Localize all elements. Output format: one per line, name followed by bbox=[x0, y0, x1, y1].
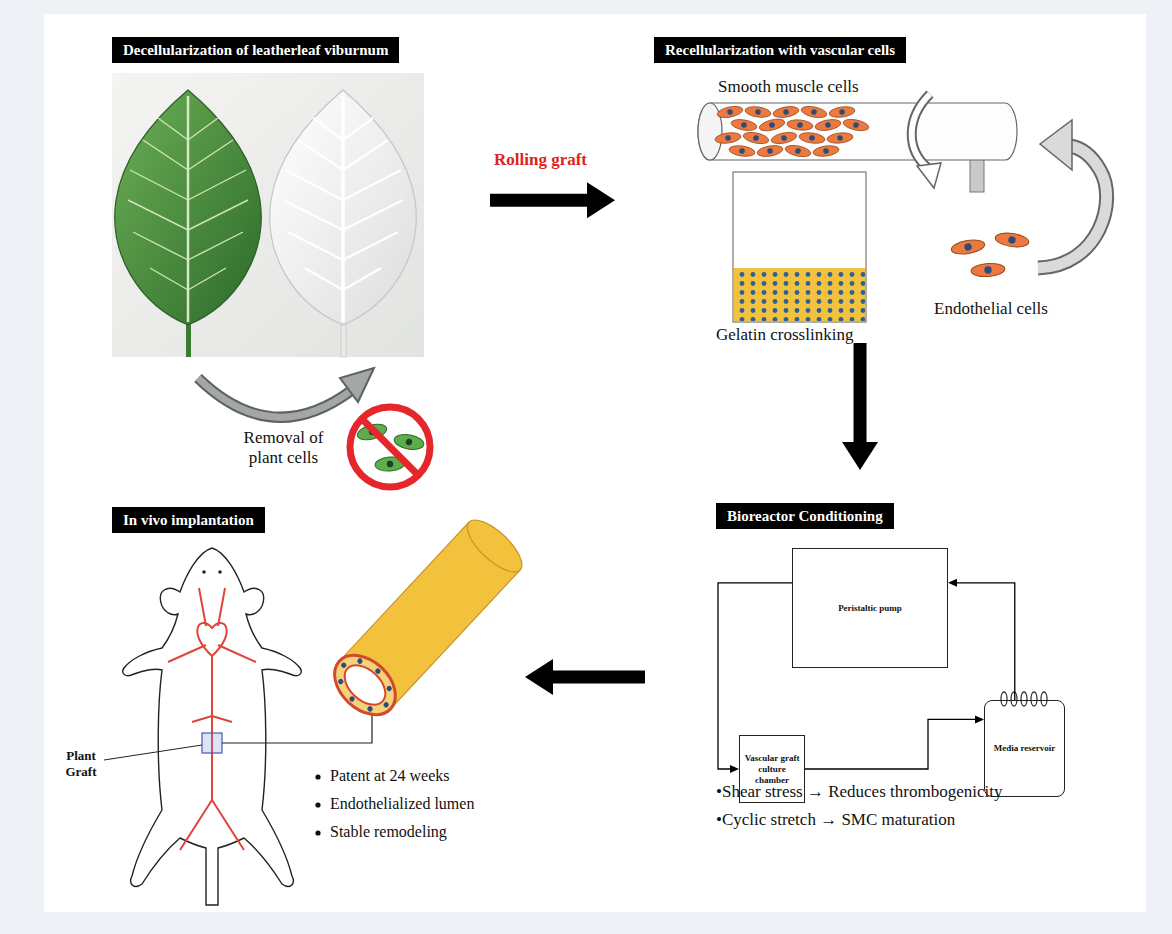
component-label: Endothelial cells bbox=[934, 299, 1104, 319]
outcome-bullet: Stable remodeling bbox=[330, 822, 530, 841]
rotation-rod bbox=[970, 158, 984, 192]
outcome-bullet: Endothelialized lumen bbox=[330, 794, 530, 813]
arrow-head bbox=[1040, 120, 1072, 170]
leaf-midrib bbox=[187, 96, 190, 322]
white-sheet bbox=[44, 14, 1146, 912]
stage-title: Decellularization of leatherleaf viburnu… bbox=[112, 37, 399, 63]
vasculature bbox=[168, 588, 256, 850]
stage-title: In vivo implantation bbox=[112, 507, 265, 533]
stage-panel: Recellularization with vascular cells bbox=[615, 30, 1110, 343]
mouse-eye bbox=[218, 570, 222, 574]
rotation-arrow bbox=[912, 94, 930, 168]
leader-line bbox=[104, 745, 202, 760]
annotation: Removal of plant cells bbox=[231, 428, 336, 468]
connector-line bbox=[553, 671, 645, 684]
stage-flow-arrow bbox=[525, 659, 645, 695]
callout-label: Plant Graft bbox=[58, 748, 104, 780]
process-curved-arrow bbox=[198, 378, 352, 417]
leaf-photo-background bbox=[112, 73, 424, 357]
effect-note: •Shear stress → Reduces thrombogenicity bbox=[716, 782, 1136, 802]
prohibition-sign bbox=[350, 407, 430, 487]
circuit-flow-line bbox=[805, 715, 984, 769]
rolled-tube bbox=[698, 103, 1017, 160]
connector-line bbox=[490, 194, 587, 207]
leader-line bbox=[222, 706, 372, 743]
outcome-bullet: Patent at 24 weeks bbox=[330, 766, 530, 785]
decellularized-leaf bbox=[270, 90, 416, 325]
graft-cylinder bbox=[323, 512, 530, 726]
component-label: Smooth muscle cells bbox=[718, 77, 938, 97]
mouse-eye bbox=[202, 570, 206, 574]
box-label: Media reservoir bbox=[994, 743, 1056, 754]
arrow-head bbox=[948, 579, 957, 587]
edge-label: Rolling graft bbox=[471, 150, 611, 170]
reservoir-spiral bbox=[1001, 692, 1047, 706]
connector-line bbox=[854, 343, 867, 442]
component-label: Gelatin crosslinking bbox=[716, 325, 916, 345]
gelatin-layer bbox=[734, 268, 865, 321]
stage-flow-arrow bbox=[842, 343, 878, 470]
leaf-midrib bbox=[341, 96, 345, 322]
arrow-head bbox=[975, 715, 984, 723]
crosslink-dots bbox=[734, 268, 865, 321]
equipment-box: Peristaltic pump bbox=[792, 548, 948, 668]
endothelial-cells bbox=[950, 231, 1029, 277]
process-curved-arrow bbox=[198, 378, 352, 417]
plant-cell bbox=[393, 433, 425, 452]
box-label: Vascular graft culture chamber bbox=[742, 753, 802, 786]
stage-flow-arrow bbox=[490, 182, 615, 218]
circuit-flow-line bbox=[948, 579, 1015, 700]
graft-site-box bbox=[202, 733, 222, 753]
connector-line bbox=[957, 583, 1015, 700]
mouse-outline bbox=[123, 548, 302, 905]
arrow-head bbox=[525, 659, 553, 695]
arrow-head bbox=[730, 765, 739, 773]
stage-title: Recellularization with vascular cells bbox=[654, 37, 906, 63]
effect-note: •Cyclic stretch → SMC maturation bbox=[716, 810, 1136, 830]
box-label: Peristaltic pump bbox=[838, 603, 902, 614]
bullet-dots bbox=[315, 774, 320, 835]
arrow-head bbox=[587, 182, 615, 218]
rotation-arrow bbox=[912, 94, 930, 168]
connector-line bbox=[805, 719, 975, 769]
stage-panel: In vivo implantation bbox=[100, 495, 525, 905]
prohibition-slash bbox=[362, 419, 418, 475]
green-leaf bbox=[115, 90, 261, 325]
arrow-head bbox=[340, 368, 374, 402]
arrow-head bbox=[917, 163, 941, 188]
stage-title: Bioreactor Conditioning bbox=[716, 503, 894, 529]
circuit-flow-line bbox=[718, 583, 792, 773]
arrow-head bbox=[842, 442, 878, 470]
smooth-muscle-cells bbox=[714, 104, 869, 158]
connector-line bbox=[718, 583, 792, 769]
gelatin-container bbox=[733, 172, 866, 322]
